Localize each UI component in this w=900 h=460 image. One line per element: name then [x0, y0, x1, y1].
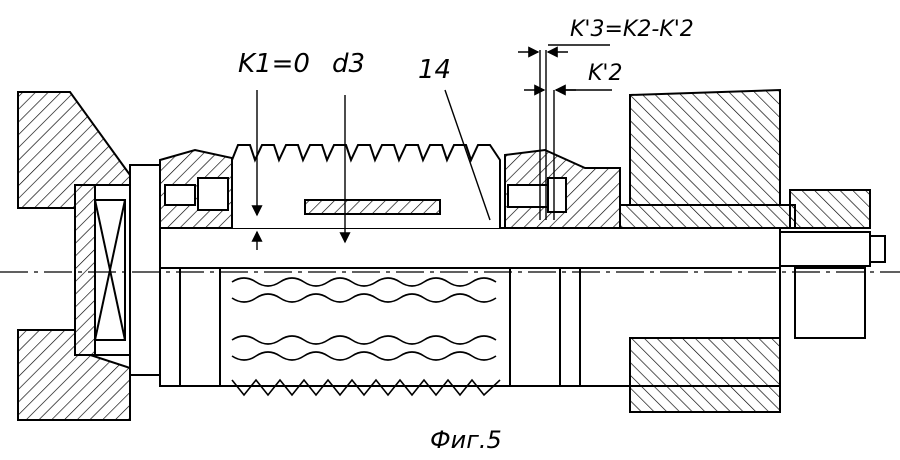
label-k2-prime: K'2	[588, 61, 622, 86]
label-d3: d3	[332, 49, 365, 79]
cutter-teeth-top	[231, 144, 501, 228]
figure-caption: Фиг.5	[430, 426, 502, 454]
dimension-lines	[251, 44, 612, 250]
shaft	[159, 227, 886, 269]
label-k3-formula: K'3=K2-K'2	[570, 17, 694, 42]
cutter-section	[231, 277, 501, 397]
right-clamp-nut	[504, 148, 621, 229]
left-clamp-nut	[159, 148, 233, 229]
label-part-14: 14	[418, 55, 451, 85]
label-k1: K1=0	[238, 49, 310, 79]
flange-plate	[129, 164, 161, 376]
right-housing	[619, 88, 871, 413]
left-housing	[17, 91, 131, 421]
key	[304, 199, 441, 215]
